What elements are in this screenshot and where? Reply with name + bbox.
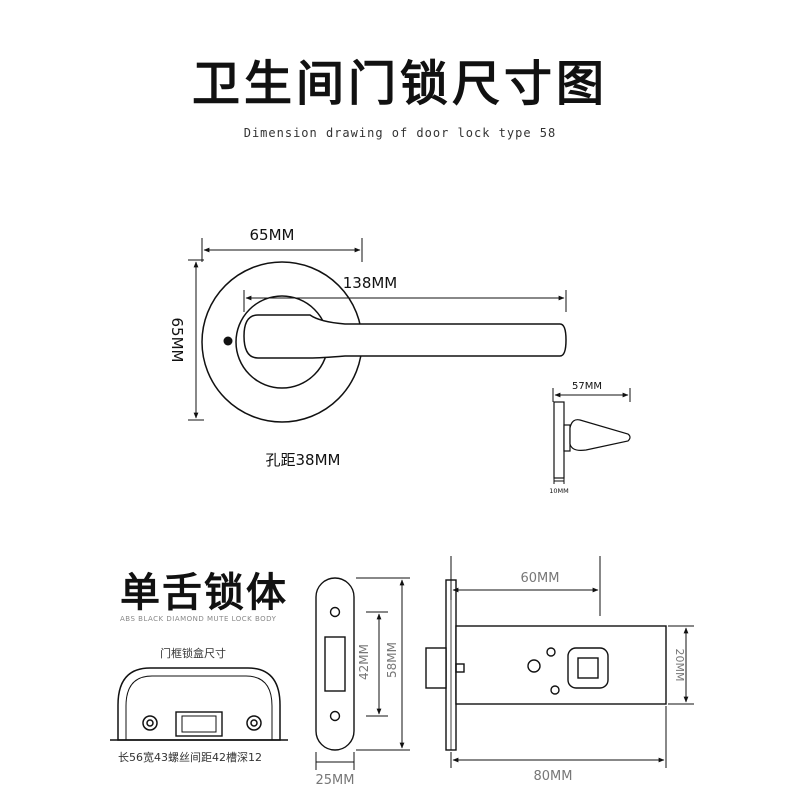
side-lever	[569, 419, 631, 451]
faceplate-width-dimension	[315, 752, 355, 770]
side-rosette	[553, 401, 565, 479]
faceplate-screw-bottom	[329, 710, 341, 722]
frame-box-description: 长56宽43螺丝间距42槽深12	[118, 751, 262, 764]
body-height-dimension	[668, 625, 694, 705]
length-dimension	[243, 290, 567, 312]
width-dimension	[201, 238, 363, 262]
handle-front-view	[201, 261, 567, 423]
page-title: 卫生间门锁尺寸图	[191, 56, 608, 112]
length-label: 138MM	[343, 274, 398, 292]
lock-body-subtitle: ABS BLACK DIAMOND MUTE LOCK BODY	[120, 615, 277, 623]
backset-dimension	[450, 556, 601, 616]
frame-box-label: 门框锁盒尺寸	[160, 647, 226, 660]
faceplate-screw-label: 42MM	[357, 644, 371, 680]
total-length-dimension	[450, 706, 667, 768]
faceplate-width-label: 25MM	[316, 773, 355, 788]
frame-box-outline	[117, 667, 281, 741]
frame-lock-box	[110, 667, 288, 741]
backset-label: 60MM	[521, 571, 560, 586]
lock-body	[425, 579, 667, 751]
frame-box-screw-right	[246, 715, 262, 731]
height-label: 65MM	[168, 318, 186, 363]
lock-body-case	[455, 625, 667, 705]
lock-body-spindle-inner	[577, 657, 599, 679]
body-height-label: 20MM	[673, 649, 686, 682]
base-dimension	[553, 478, 565, 484]
frame-box-screw-left	[142, 715, 158, 731]
lock-body-latch-tab	[455, 663, 465, 673]
keyhole-dot	[223, 336, 233, 346]
hole-distance-label: 孔距38MM	[266, 451, 341, 469]
faceplate-height-dimension	[356, 577, 410, 751]
frame-box-screw-left-inner	[146, 719, 154, 727]
lock-body-spindle-outer	[567, 647, 609, 689]
lock-body-hole-a	[527, 659, 541, 673]
lock-body-hole-b	[546, 647, 556, 657]
lock-body-hole-c	[550, 685, 560, 695]
lever-handle	[243, 314, 567, 359]
handle-side-view	[553, 401, 631, 479]
side-neck	[563, 424, 571, 452]
faceplate	[315, 577, 355, 751]
faceplate-outline	[315, 577, 355, 751]
frame-box-screw-right-inner	[250, 719, 258, 727]
height-dimension	[188, 259, 204, 421]
faceplate-height-label: 58MM	[385, 642, 399, 678]
faceplate-screw-top	[329, 606, 341, 618]
total-length-label: 80MM	[534, 769, 573, 784]
frame-box-slot	[175, 711, 223, 737]
faceplate-latch-hole	[324, 636, 346, 692]
faceplate-screw-dimension	[366, 611, 388, 717]
width-label: 65MM	[250, 226, 295, 244]
depth-label: 57MM	[572, 381, 602, 392]
base-label: 10MM	[549, 487, 569, 495]
page-subtitle: Dimension drawing of door lock type 58	[243, 126, 557, 140]
depth-dimension	[552, 388, 631, 402]
lock-body-title: 单舌锁体	[120, 570, 288, 616]
frame-box-slot-inner	[181, 715, 217, 733]
lock-body-latch	[425, 647, 447, 689]
frame-box-inner	[125, 675, 273, 740]
